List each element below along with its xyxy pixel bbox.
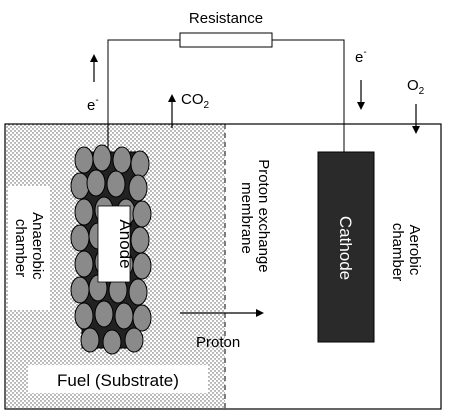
resistor (179, 32, 273, 48)
electron-left-label: e- (87, 95, 99, 114)
fuel-label: Fuel (Substrate) (57, 371, 179, 390)
anode-biofilm-pellets (70, 144, 152, 355)
resistance-label: Resistance (189, 10, 263, 27)
electron-right-label: e- (355, 47, 367, 66)
anaerobic-chamber-label: Anaerobic chamber (12, 212, 46, 284)
aerobic-chamber-label: Aerobic chamber (389, 223, 423, 281)
anode-label: Anode (116, 219, 135, 268)
co2-label: CO2 (181, 91, 210, 111)
membrane-label: Proton exchange membrane (238, 159, 272, 277)
external-circuit-wire (107, 39, 180, 152)
tank-outline (4, 123, 442, 410)
anode-label-bg (97, 205, 131, 283)
cathode-body (317, 151, 375, 343)
external-circuit-wire-right (272, 39, 345, 152)
cathode-label: Cathode (336, 216, 355, 280)
fuel-label-bg (28, 365, 208, 393)
anaerobic-label-bg (8, 186, 50, 310)
o2-label: O2 (407, 77, 425, 97)
proton-label: Proton (196, 334, 240, 351)
